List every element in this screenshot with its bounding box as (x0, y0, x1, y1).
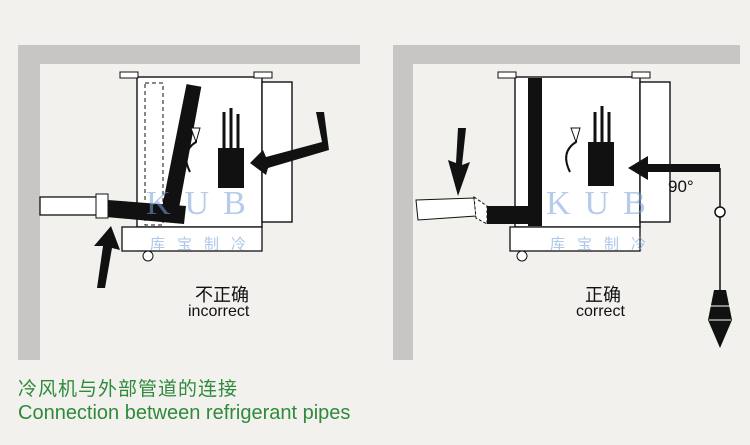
correct-label-en: correct (576, 303, 625, 320)
vertical-pipe-right (528, 78, 542, 226)
valve-bulb-right (570, 127, 581, 144)
angle-label: 90° (668, 177, 694, 196)
arrow-down-right (448, 128, 470, 196)
incorrect-label-en: incorrect (188, 303, 250, 320)
valve-body-right (588, 142, 614, 186)
drip-tray-right (509, 226, 641, 252)
caption-english: Connection between refrigerant pipes (18, 402, 351, 424)
correct-panel (393, 45, 740, 360)
vertical-pipe-left (159, 84, 202, 223)
valve-bulb-left (190, 127, 201, 144)
hanger-right-2 (631, 71, 651, 79)
pipe-coupling-right (473, 195, 488, 225)
hanger-right-1 (497, 71, 517, 79)
horizontal-pipe-right (486, 206, 542, 224)
external-pipe-right (415, 197, 477, 221)
watermark-logo-right: KUB (546, 185, 660, 222)
horizontal-pipe-left (106, 200, 186, 224)
plumb-ring (714, 206, 726, 218)
valve-body-left (218, 148, 244, 188)
drain-fitting-left (142, 250, 154, 262)
plumb-bob (708, 290, 732, 348)
pipe-coupling-left (95, 193, 109, 219)
fan-cover-right (639, 81, 671, 223)
drain-dash-left (144, 82, 164, 226)
watermark-logo-left: KUB (146, 185, 260, 222)
external-pipe-left (39, 196, 99, 216)
watermark-text-right: 库宝制冷 (550, 235, 659, 253)
correct-label-cn: 正确 (585, 285, 621, 306)
incorrect-label-cn: 不正确 (195, 285, 249, 306)
hanger-left-2 (253, 71, 273, 79)
incorrect-panel (18, 45, 360, 360)
arrow-horizontal-right (628, 156, 720, 180)
drain-fitting-right (516, 250, 528, 262)
watermark-text-left: 库宝制冷 (150, 235, 259, 253)
drip-tray-left (121, 226, 263, 252)
arrow-up-left (94, 226, 120, 288)
hanger-left-1 (119, 71, 139, 79)
caption-chinese: 冷风机与外部管道的连接 (18, 378, 239, 400)
arrow-force-left (250, 112, 329, 175)
